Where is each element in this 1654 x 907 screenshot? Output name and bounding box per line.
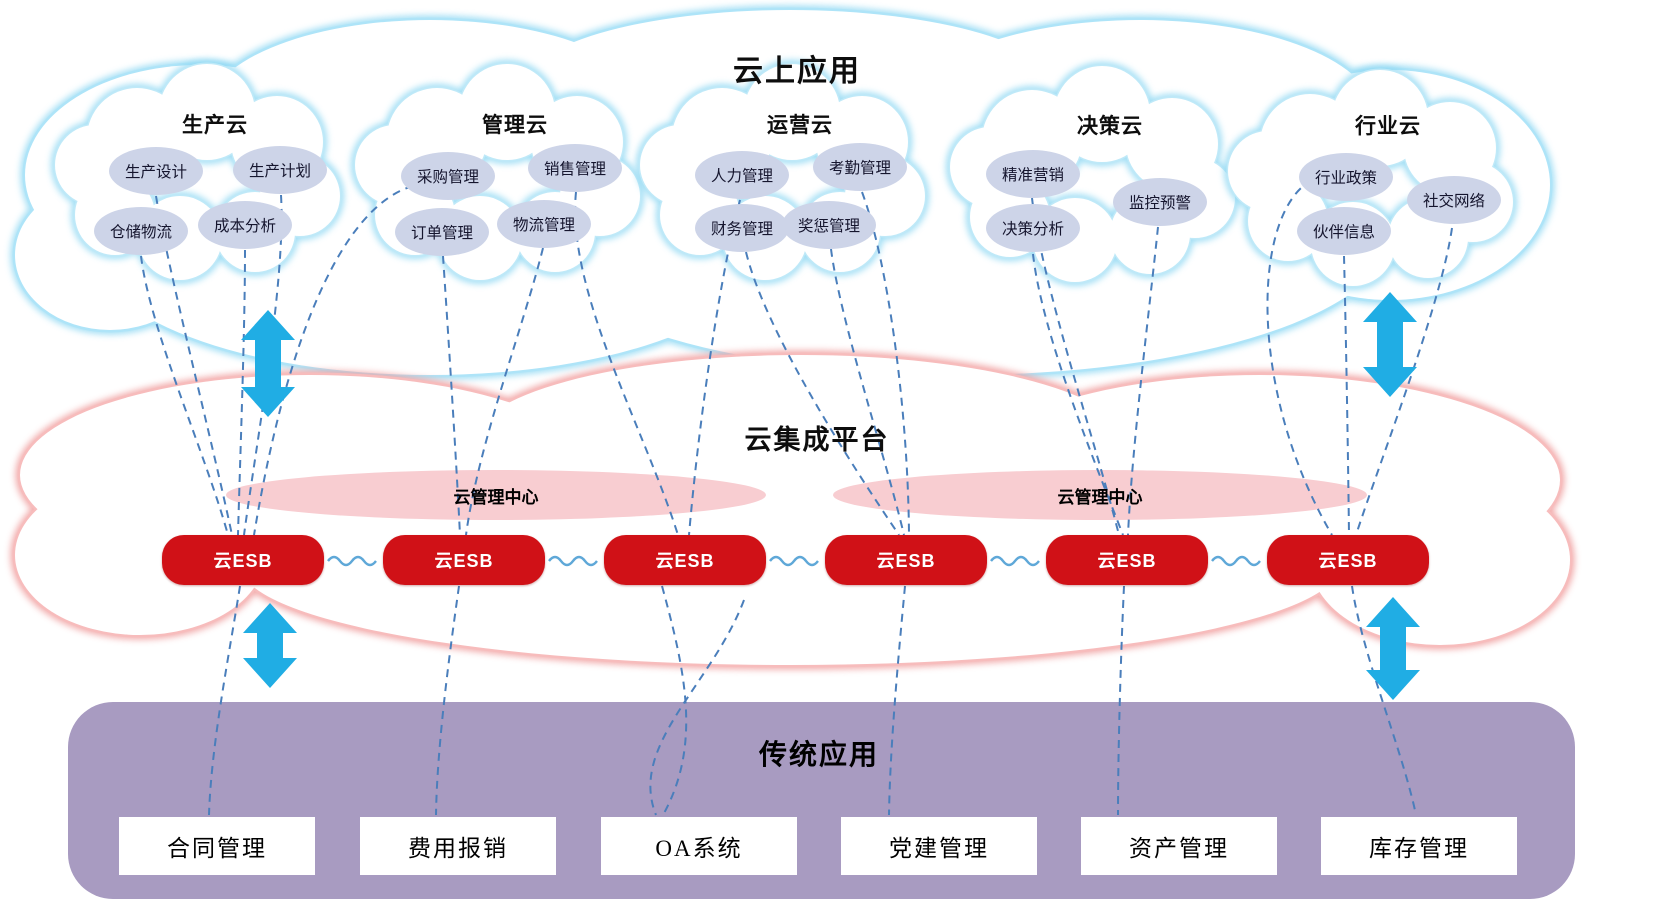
management-center-ellipses: [226, 470, 1367, 520]
esb-node-4: 云ESB: [825, 535, 987, 585]
item-precision-marketing: 精准营销: [986, 150, 1080, 198]
esb-node-1: 云ESB: [162, 535, 324, 585]
arrow-top-left: [241, 310, 295, 417]
item-warehouse-logistics: 仓储物流: [94, 207, 188, 255]
item-finance-mgmt: 财务管理: [695, 204, 789, 252]
legacy-asset-mgmt: 资产管理: [1081, 817, 1277, 875]
item-decision-analysis: 决策分析: [986, 204, 1080, 252]
cloud-title-management: 管理云: [482, 114, 548, 137]
esb-node-3: 云ESB: [604, 535, 766, 585]
item-partner-info: 伙伴信息: [1297, 207, 1391, 255]
middle-layer-title: 云集成平台: [744, 424, 890, 455]
item-sales-mgmt: 销售管理: [528, 144, 622, 192]
esb-node-6: 云ESB: [1267, 535, 1429, 585]
item-procurement-mgmt: 采购管理: [401, 152, 495, 200]
item-cost-analysis: 成本分析: [198, 201, 292, 249]
cloud-title-industry: 行业云: [1355, 115, 1421, 138]
legacy-contract-mgmt: 合同管理: [119, 817, 315, 875]
arrow-bottom-right: [1366, 597, 1420, 700]
legacy-oa-system: OA系统: [601, 817, 797, 875]
pink-integration-cloud: [10, 350, 1575, 670]
item-hr-mgmt: 人力管理: [695, 151, 789, 199]
legacy-inventory-mgmt: 库存管理: [1321, 817, 1517, 875]
item-order-mgmt: 订单管理: [395, 208, 489, 256]
bottom-layer-title: 传统应用: [758, 739, 879, 770]
legacy-expense-reimbursement: 费用报销: [360, 817, 556, 875]
esb-node-5: 云ESB: [1046, 535, 1208, 585]
item-production-planning: 生产计划: [233, 146, 327, 194]
cloud-title-production: 生产云: [182, 114, 248, 137]
item-social-network: 社交网络: [1407, 176, 1501, 224]
arrow-top-right: [1363, 292, 1417, 397]
top-layer-title: 云上应用: [733, 55, 861, 88]
management-center-label-right: 云管理中心: [1057, 487, 1143, 507]
esb-wave-links: [327, 555, 1261, 567]
legacy-party-building-mgmt: 党建管理: [841, 817, 1037, 875]
item-attendance-mgmt: 考勤管理: [813, 143, 907, 191]
item-production-design: 生产设计: [109, 147, 203, 195]
item-reward-penalty-mgmt: 奖惩管理: [782, 201, 876, 249]
item-monitoring-warning: 监控预警: [1113, 178, 1207, 226]
item-industry-policy: 行业政策: [1299, 153, 1393, 201]
cloud-title-decision: 决策云: [1077, 115, 1143, 138]
arrow-bottom-left: [243, 603, 297, 688]
management-center-label-left: 云管理中心: [453, 487, 539, 507]
cloud-title-operations: 运营云: [767, 114, 833, 137]
item-logistics-mgmt: 物流管理: [497, 200, 591, 248]
esb-node-2: 云ESB: [383, 535, 545, 585]
layer-sync-arrows: [241, 292, 1420, 700]
